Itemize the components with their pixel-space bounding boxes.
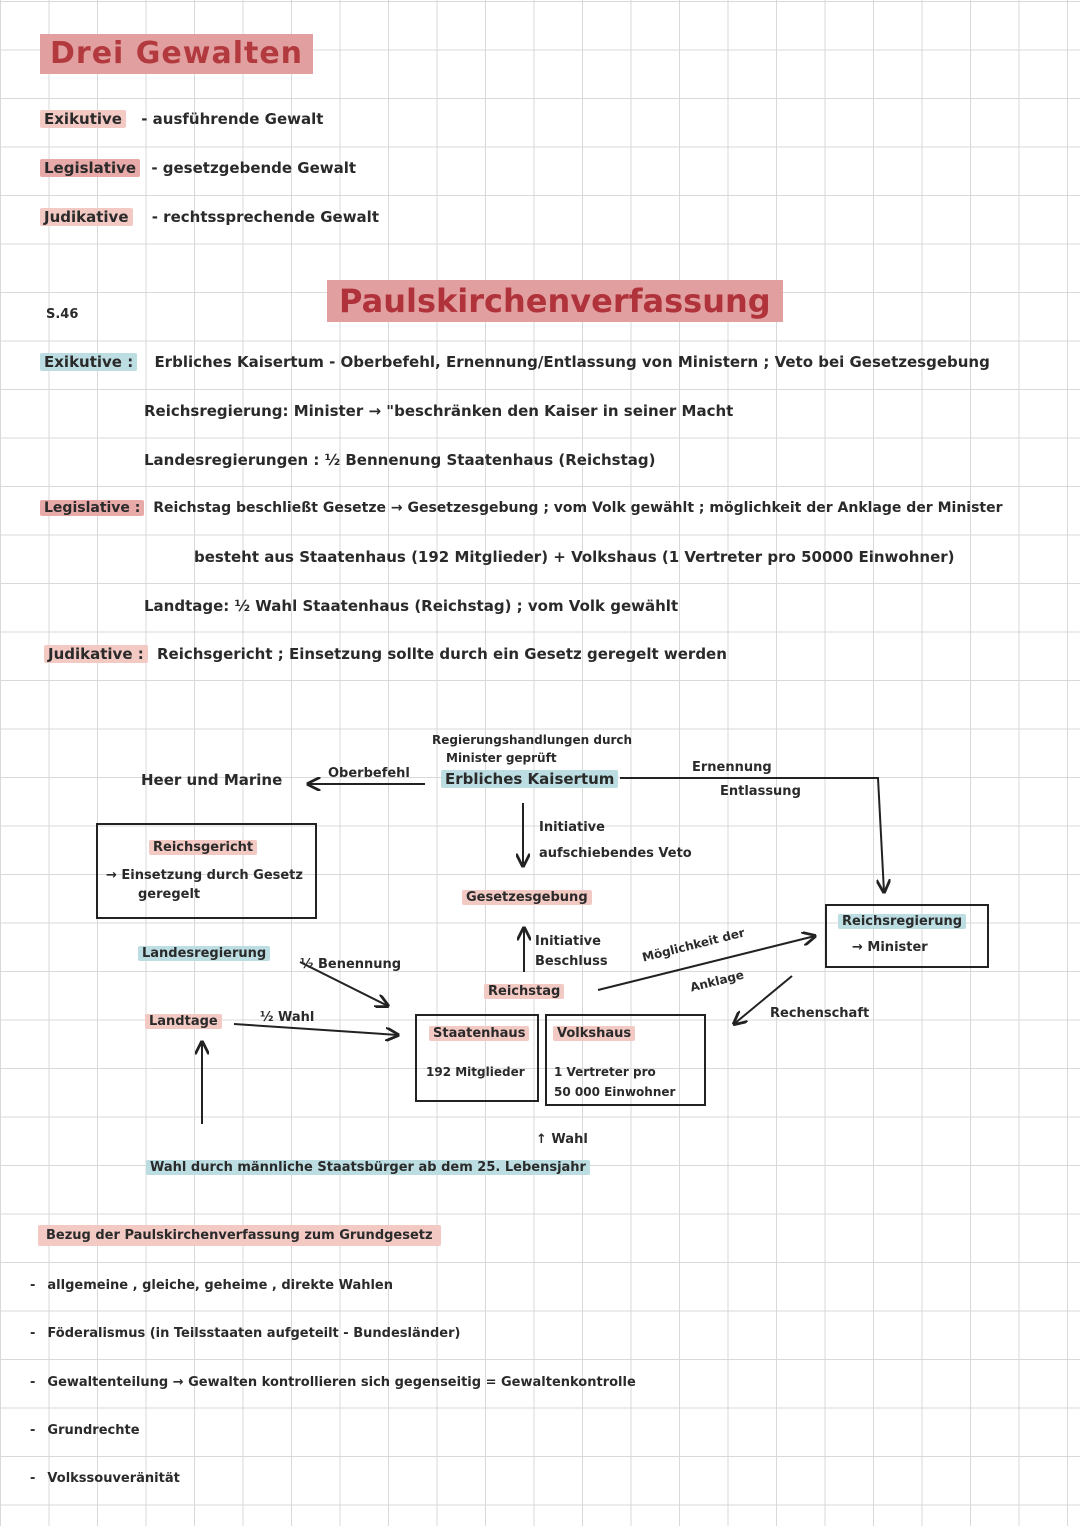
node-volkshaus: Volkshaus (553, 1024, 636, 1044)
exekutive-text1: Erbliches Kaisertum - Oberbefehl, Ernenn… (154, 353, 990, 371)
label-initiative-top: Initiative (539, 820, 605, 835)
judikative-text1: Reichsgericht ; Einsetzung sollte durch … (156, 645, 727, 663)
note-regierungshandlungen: Regierungshandlungen durch (432, 733, 633, 747)
exekutive-line2: Reichsregierung: Minister → "beschränken… (144, 402, 734, 420)
bezug-item: -Volkssouveränität (30, 1471, 180, 1486)
node-landesregierung: Landesregierung (138, 944, 271, 964)
judikative-line1: Judikative : Reichsgericht ; Einsetzung … (44, 644, 727, 664)
term-judikative: Judikative (40, 208, 133, 226)
bezug-item: -Föderalismus (in Teilsstaaten aufgeteil… (30, 1326, 461, 1341)
volkshaus-desc-2: 50 000 Einwohner (554, 1085, 676, 1099)
label-judikative: Judikative : (44, 645, 148, 663)
node-minister: → Minister (852, 940, 928, 955)
bezug-item: -Grundrechte (30, 1423, 140, 1438)
wahl-durch: Wahl durch männliche Staatsbürger ab dem… (146, 1158, 590, 1178)
arrow-benennung (299, 961, 388, 1006)
node-heer-und-marine: Heer und Marine (141, 771, 283, 789)
label-aufschiebendes-veto: aufschiebendes Veto (539, 846, 692, 861)
desc-judikative: - rechtssprechende Gewalt (151, 208, 379, 226)
gewalt-row-judikative: Judikative - rechtssprechende Gewalt (40, 207, 379, 227)
title-drei-gewalten: Drei Gewalten (40, 34, 314, 74)
reichsgericht-desc-2: geregelt (138, 887, 201, 902)
box-volkshaus (545, 1014, 706, 1106)
bezug-item: -Gewaltenteilung → Gewalten kontrolliere… (30, 1375, 636, 1390)
bezug-item: -allgemeine , gleiche, geheime , direkte… (30, 1278, 393, 1293)
legislative-line1: Legislative : Reichstag beschließt Geset… (40, 498, 1003, 518)
reichsgericht-desc-1: → Einsetzung durch Gesetz (106, 868, 303, 883)
label-half-benennung: ½ Benennung (300, 957, 402, 972)
title-paulskirchenverfassung: Paulskirchenverfassung (327, 280, 783, 322)
bezug-title: Bezug der Paulskirchenverfassung zum Gru… (38, 1225, 441, 1246)
label-initiative-mid: Initiative (535, 934, 601, 949)
label-rechenschaft: Rechenschaft (770, 1006, 870, 1021)
desc-exekutive: - ausführende Gewalt (141, 110, 324, 128)
node-reichstag: Reichstag (484, 982, 565, 1002)
exekutive-line3: Landesregierungen : ½ Bennenung Staatenh… (144, 451, 656, 469)
volkshaus-desc-1: 1 Vertreter pro (554, 1065, 656, 1079)
node-staatenhaus: Staatenhaus (429, 1024, 530, 1044)
legislative-line2: besteht aus Staatenhaus (192 Mitglieder)… (194, 548, 955, 566)
desc-legislative: - gesetzgebende Gewalt (151, 159, 357, 177)
staatenhaus-desc: 192 Mitglieder (426, 1065, 525, 1079)
box-reichsregierung (825, 904, 989, 968)
label-wahl: ↑ Wahl (536, 1132, 588, 1147)
node-landtage: Landtage (145, 1012, 222, 1032)
label-exekutive: Exikutive : (40, 353, 138, 371)
label-legislative: Legislative : (40, 500, 145, 516)
arrow-rechenschaft (734, 975, 793, 1024)
box-staatenhaus (415, 1014, 539, 1102)
gewalt-row-exekutive: Exikutive - ausführende Gewalt (40, 109, 323, 129)
node-reichsgericht: Reichsgericht (149, 838, 258, 858)
arrow-wahl-landtage (233, 1023, 398, 1035)
legislative-text1: Reichstag beschließt Gesetze → Gesetzesg… (153, 500, 1003, 516)
page-ref: S.46 (46, 307, 79, 322)
node-reichsregierung: Reichsregierung (838, 912, 967, 932)
arrow-ernennung (620, 777, 884, 892)
gewalt-row-legislative: Legislative - gesetzgebende Gewalt (40, 158, 356, 178)
legislative-line3: Landtage: ½ Wahl Staatenhaus (Reichstag)… (144, 597, 679, 615)
label-oberbefehl: Oberbefehl (328, 766, 410, 781)
label-ernennung: Ernennung (692, 760, 772, 775)
note-minister-geprueft: Minister geprüft (446, 751, 557, 765)
label-beschluss: Beschluss (535, 954, 608, 969)
arrow-anklage (597, 936, 815, 991)
node-gesetzesgebung: Gesetzesgebung (462, 888, 592, 908)
term-exekutive: Exikutive (40, 110, 126, 128)
node-erbliches-kaisertum: Erbliches Kaisertum (441, 769, 619, 789)
label-half-wahl: ½ Wahl (260, 1010, 315, 1025)
exekutive-line1: Exikutive : Erbliches Kaisertum - Oberbe… (40, 352, 990, 372)
box-reichsgericht (96, 823, 317, 919)
label-entlassung: Entlassung (720, 784, 801, 799)
term-legislative: Legislative (40, 159, 141, 177)
